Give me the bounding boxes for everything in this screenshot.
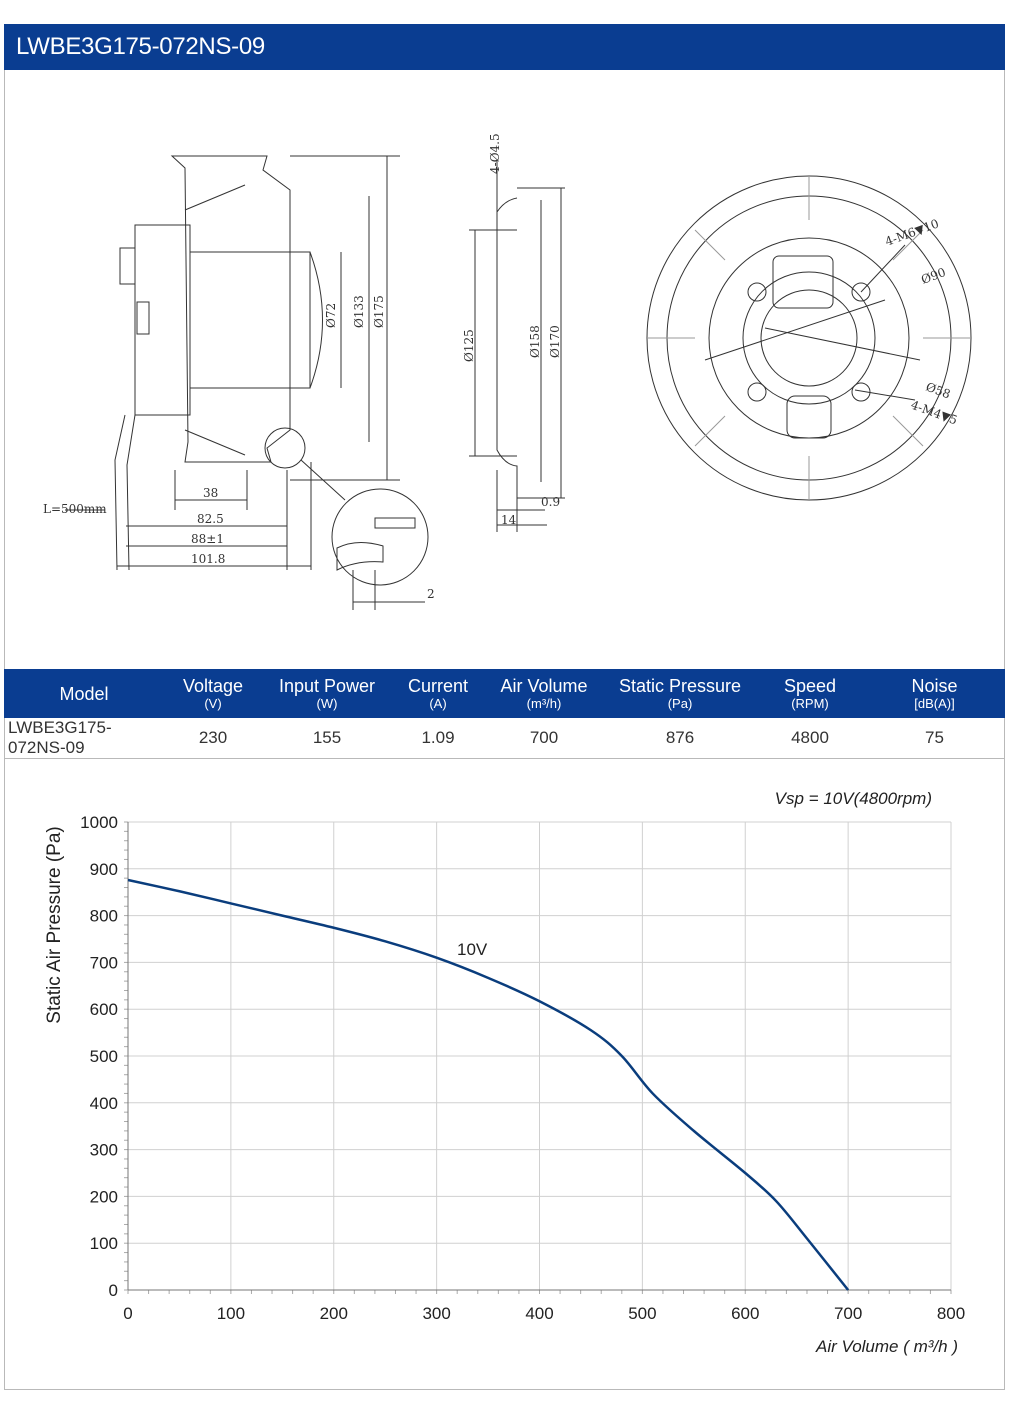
chart-annotation: Vsp = 10V(4800rpm)	[775, 789, 932, 808]
y-tick-label: 900	[90, 860, 118, 879]
header-static-pressure: Static Pressure(Pa)	[604, 669, 756, 718]
y-tick-label: 400	[90, 1094, 118, 1113]
dim-101-8: 101.8	[191, 552, 225, 566]
ring-section	[496, 198, 518, 490]
x-tick-label: 700	[834, 1304, 862, 1323]
dim-38: 38	[203, 486, 218, 500]
y-tick-label: 200	[90, 1187, 118, 1206]
header-current: Current(A)	[392, 669, 484, 718]
cell-static-pressure: 876	[604, 718, 756, 759]
y-tick-label: 100	[90, 1234, 118, 1253]
x-tick-label: 0	[123, 1304, 132, 1323]
cell-voltage: 230	[164, 718, 262, 759]
y-tick-label: 0	[109, 1281, 118, 1300]
header-model: Model	[4, 669, 164, 718]
y-tick-label: 800	[90, 907, 118, 926]
cell-noise: 75	[864, 718, 1005, 759]
series-line-10v	[127, 878, 850, 1291]
dim-diameter-158: Ø158	[528, 325, 542, 358]
dim-cable-length: L=500mm	[43, 502, 107, 516]
table-row: LWBE3G175-072NS-09 230 155 1.09 700 876 …	[4, 718, 1005, 759]
dim-diameter-170: Ø170	[548, 325, 562, 358]
y-tick-label: 1000	[80, 813, 118, 832]
y-tick-label: 300	[90, 1141, 118, 1160]
dim-0-9: 0.9	[541, 495, 560, 509]
y-tick-label: 500	[90, 1047, 118, 1066]
dim-2: 2	[427, 587, 435, 601]
series-label-10v: 10V	[457, 940, 488, 959]
dim-14: 14	[501, 513, 517, 527]
dim-diameter-72: Ø72	[324, 303, 338, 328]
performance-chart: 0 100 200 300 400 500 600 700 800 0 100 200 300 400 50…	[5, 752, 1004, 1388]
x-tick-label: 200	[320, 1304, 348, 1323]
spec-table-header-row: Model Voltage(V) Input Power(W) Current(…	[4, 669, 1005, 718]
side-view-motor	[189, 251, 311, 389]
cell-current: 1.09	[392, 718, 484, 759]
dim-diameter-125: Ø125	[462, 329, 476, 362]
dim-diameter-175: Ø175	[372, 295, 386, 328]
dim-thread-m6: 4-M6▼10	[883, 216, 941, 248]
x-tick-label: 300	[422, 1304, 450, 1323]
x-axis-title: Air Volume ( m³/h )	[815, 1337, 958, 1356]
x-tick-label: 100	[217, 1304, 245, 1323]
spec-table: Model Voltage(V) Input Power(W) Current(…	[4, 669, 1005, 759]
x-tick-label: 800	[937, 1304, 965, 1323]
header-input-power: Input Power(W)	[262, 669, 392, 718]
dim-88: 88±1	[191, 532, 224, 546]
cell-air-volume: 700	[484, 718, 604, 759]
dim-thread-m4: 4-M4▼5	[909, 398, 959, 428]
cell-speed: 4800	[756, 718, 864, 759]
cell-model: LWBE3G175-072NS-09	[4, 718, 164, 759]
x-tick-label: 500	[628, 1304, 656, 1323]
detail-circle-large	[331, 488, 429, 586]
side-view-impeller	[170, 155, 291, 463]
cell-input-power: 155	[262, 718, 392, 759]
dim-diameter-133: Ø133	[352, 295, 366, 328]
x-tick-label: 600	[731, 1304, 759, 1323]
technical-drawing: Ø72 Ø133 Ø175 38 82.5 88±1 101.8 L=500mm…	[5, 70, 1004, 668]
dim-holes-4-4-5: 4-Ø4.5	[488, 133, 502, 174]
y-tick-label: 700	[90, 953, 118, 972]
dim-diameter-90: Ø90	[919, 265, 947, 287]
header-voltage: Voltage(V)	[164, 669, 262, 718]
side-view-cable	[114, 414, 126, 571]
dim-82-5: 82.5	[197, 512, 224, 526]
header-noise: Noise[dB(A)]	[864, 669, 1005, 718]
page-title: LWBE3G175-072NS-09	[4, 24, 1005, 70]
detail-circle-small	[264, 427, 306, 469]
y-tick-label: 600	[90, 1000, 118, 1019]
header-air-volume: Air Volume(m³/h)	[484, 669, 604, 718]
y-axis-title: Static Air Pressure (Pa)	[44, 826, 65, 1023]
side-view-housing	[134, 224, 191, 416]
header-speed: Speed(RPM)	[756, 669, 864, 718]
x-tick-label: 400	[525, 1304, 553, 1323]
front-view-terminal	[772, 255, 834, 309]
